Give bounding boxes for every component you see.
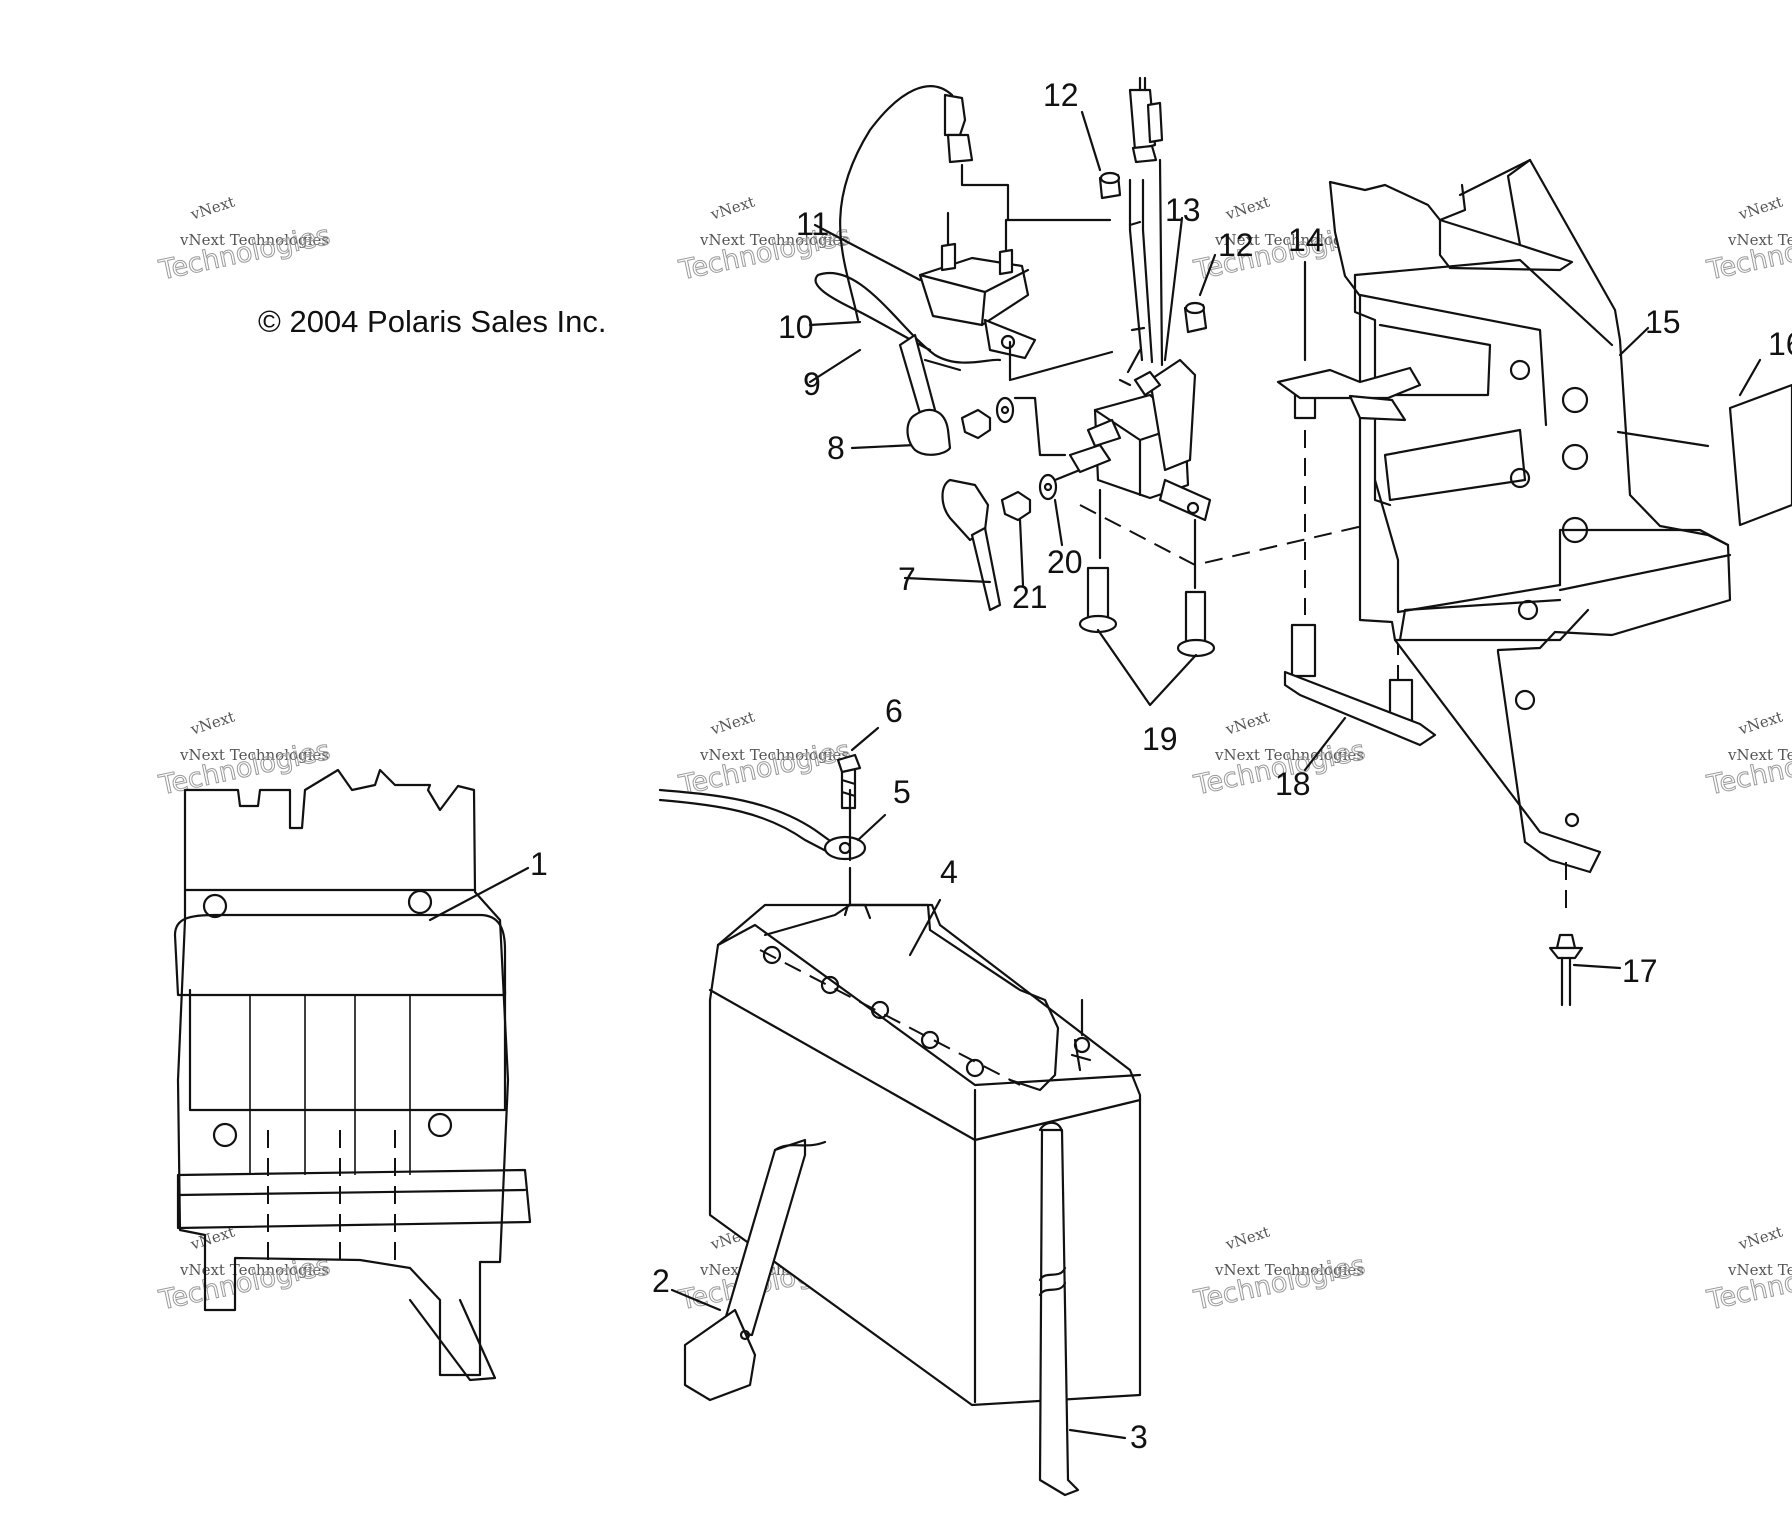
svg-text:vNext Technologies: vNext Technologies [699, 231, 849, 249]
svg-text:vNext Technologies: vNext Technologies [1214, 746, 1364, 764]
callout-14: 14 [1288, 222, 1324, 258]
svg-text:vNext Technologies: vNext Technologies [179, 231, 329, 249]
callout-3: 3 [1130, 1419, 1148, 1455]
svg-text:vNext Technologies: vNext Technologies [1727, 746, 1792, 764]
svg-text:Technologies: Technologies [1704, 220, 1792, 287]
watermark: vNext vNext Technologies Technologies [1703, 708, 1792, 803]
callout-7: 7 [898, 561, 916, 597]
ignition-coil-parts-8-13 [808, 76, 1411, 707]
watermark: vNext vNext Technologies Technologies [155, 708, 333, 803]
callout-15: 15 [1645, 304, 1681, 340]
callout-17: 17 [1622, 953, 1658, 989]
watermark: vNext vNext Technologies Technologies [1703, 193, 1792, 288]
svg-text:vNext Technologies: vNext Technologies [1214, 231, 1364, 249]
svg-text:Technologies: Technologies [156, 735, 333, 802]
callout-11: 11 [796, 206, 829, 242]
svg-text:Technologies: Technologies [156, 220, 333, 287]
svg-text:Technologies: Technologies [1191, 1250, 1368, 1317]
cable-part-3 [1038, 1121, 1127, 1497]
svg-text:Technologies: Technologies [1704, 735, 1792, 802]
svg-text:Technologies: Technologies [1704, 1250, 1792, 1317]
watermark: vNext vNext Technologies Technologies [155, 193, 333, 288]
svg-text:vNext: vNext [708, 708, 757, 739]
svg-text:vNext: vNext [708, 193, 757, 224]
svg-text:vNext: vNext [1736, 1223, 1785, 1254]
callout-1: 1 [530, 846, 548, 882]
callout-19: 19 [1142, 721, 1178, 757]
callout-20: 20 [1047, 544, 1083, 580]
battery-part-4 [708, 898, 1142, 1407]
svg-text:vNext: vNext [1223, 193, 1272, 224]
svg-text:vNext: vNext [188, 708, 237, 739]
svg-text:vNext: vNext [188, 193, 237, 224]
svg-text:vNext Technologies: vNext Technologies [699, 746, 849, 764]
svg-text:vNext: vNext [1736, 708, 1785, 739]
callout-labels: 1 2 3 4 5 6 7 8 9 10 11 12 12 13 14 15 1… [530, 77, 1792, 1455]
watermark: vNext vNext Technologies Technologies [1703, 1223, 1792, 1318]
callout-6: 6 [885, 693, 903, 729]
copyright-notice: © 2004 Polaris Sales Inc. [258, 304, 607, 339]
svg-text:vNext: vNext [1223, 708, 1272, 739]
battery-strap-part-1 [173, 768, 532, 1382]
callout-12-top: 12 [1043, 77, 1079, 113]
callout-13: 13 [1165, 192, 1201, 228]
callout-2: 2 [652, 1263, 670, 1299]
svg-text:Technologies: Technologies [676, 735, 853, 802]
callout-5: 5 [893, 774, 911, 810]
callout-4: 4 [940, 854, 958, 890]
svg-text:vNext Technologies: vNext Technologies [179, 746, 329, 764]
rivet-part-17 [1548, 862, 1622, 1007]
bracket-part-15 [1276, 158, 1732, 874]
callout-8: 8 [827, 430, 845, 466]
svg-text:vNext Technologies: vNext Technologies [1727, 1261, 1792, 1279]
callout-9: 9 [803, 366, 821, 402]
callout-12-right: 12 [1218, 227, 1254, 263]
svg-text:vNext: vNext [1223, 1223, 1272, 1254]
callout-16: 16 [1768, 326, 1792, 362]
svg-text:vNext Technologies: vNext Technologies [179, 1261, 329, 1279]
watermark: vNext vNext Technologies Technologies [155, 1223, 333, 1318]
svg-text:vNext Technologies: vNext Technologies [1727, 231, 1792, 249]
callout-10: 10 [778, 309, 814, 345]
watermark: vNext vNext Technologies Technologies [675, 708, 853, 803]
watermark: vNext vNext Technologies Technologies [1190, 1223, 1368, 1318]
callout-18: 18 [1275, 766, 1311, 802]
svg-text:vNext: vNext [1736, 193, 1785, 224]
cable-end-parts-5-6 [658, 726, 887, 907]
callout-21: 21 [1012, 579, 1048, 615]
vent-tube-part-2 [670, 1138, 827, 1402]
decal-part-16 [1728, 358, 1792, 527]
svg-text:vNext Technologies: vNext Technologies [1214, 1261, 1364, 1279]
